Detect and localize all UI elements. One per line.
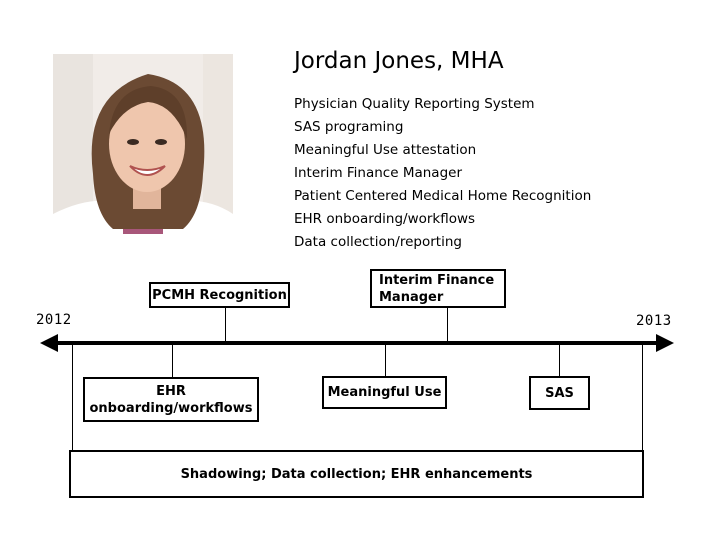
milestone-sas: SAS — [529, 376, 590, 410]
span-bracket-right — [642, 344, 643, 450]
milestone-label: SAS — [545, 385, 574, 402]
arrowhead-left-icon — [40, 334, 58, 352]
span-bracket-left — [72, 344, 73, 450]
connector-sas — [559, 344, 560, 377]
arrowhead-right-icon — [656, 334, 674, 352]
span-shadowing-box: Shadowing; Data collection; EHR enhancem… — [69, 450, 644, 498]
milestone-interim-finance-manager: Interim Finance Manager — [370, 269, 506, 308]
connector-pcmh — [225, 307, 226, 342]
milestone-label: PCMH Recognition — [152, 287, 287, 304]
milestone-label-line2: onboarding/workflows — [90, 400, 253, 417]
milestone-label-line2: Manager — [379, 289, 494, 306]
milestone-label: Meaningful Use — [328, 384, 442, 401]
span-label: Shadowing; Data collection; EHR enhancem… — [181, 466, 533, 483]
milestone-label-line1: Interim Finance — [379, 272, 494, 289]
connector-ehr — [172, 344, 173, 378]
milestone-meaningful-use: Meaningful Use — [322, 376, 447, 409]
milestone-label-line1: EHR — [90, 383, 253, 400]
milestone-pcmh-recognition: PCMH Recognition — [149, 282, 290, 308]
connector-meaningful-use — [385, 344, 386, 377]
milestone-ehr-onboarding: EHR onboarding/workflows — [83, 377, 259, 422]
connector-interim — [447, 307, 448, 342]
